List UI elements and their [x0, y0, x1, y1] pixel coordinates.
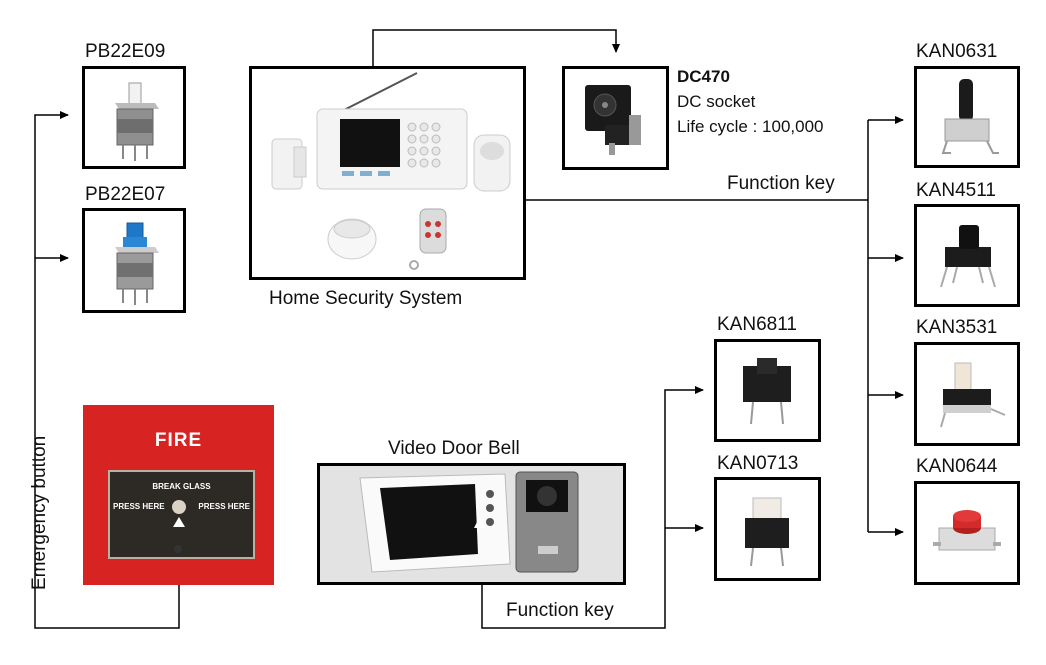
press-here-left: PRESS HERE — [113, 502, 165, 511]
label-pb22e09: PB22E09 — [85, 41, 166, 62]
part-dc470 — [562, 66, 669, 170]
part-kan0713 — [714, 477, 821, 581]
arrow-to-pb22e09 — [34, 111, 180, 629]
kan0644-switch-image — [933, 510, 1001, 551]
kan3531-switch-image — [940, 362, 1006, 428]
label-function-key-top: Function key — [727, 173, 835, 194]
label-kan0644: KAN0644 — [916, 456, 998, 477]
part-kan0644 — [914, 481, 1020, 585]
label-kan0631: KAN0631 — [916, 41, 998, 62]
part-pb22e09 — [82, 66, 186, 169]
part-kan3531 — [914, 342, 1020, 446]
label-home-security-system: Home Security System — [269, 288, 463, 309]
dc470-life-cycle: Life cycle : 100,000 — [677, 117, 824, 136]
label-kan4511: KAN4511 — [916, 180, 996, 201]
kan4511-switch-image — [940, 225, 996, 288]
video-door-bell-image — [317, 463, 626, 585]
part-kan0631 — [914, 66, 1020, 168]
kan0713-switch-image — [745, 497, 789, 567]
dc470-desc: DC socket — [677, 92, 756, 111]
fire-key-hole — [174, 545, 182, 553]
fire-alarm-image: FIRE BREAK GLASS PRESS HERE PRESS HERE — [83, 405, 274, 585]
break-glass-panel: BREAK GLASS PRESS HERE PRESS HERE — [108, 470, 255, 559]
press-here-right: PRESS HERE — [198, 502, 250, 511]
pb22e07-switch-image — [115, 222, 159, 305]
dc470-model: DC470 — [677, 67, 730, 86]
label-function-key-bottom: Function key — [506, 600, 614, 621]
glass-center-dot — [172, 500, 186, 514]
part-pb22e07 — [82, 208, 186, 313]
kan0631-switch-image — [941, 79, 999, 154]
label-pb22e07: PB22E07 — [85, 184, 166, 205]
arrow-to-kan6811 — [481, 386, 704, 629]
label-video-door-bell: Video Door Bell — [388, 438, 520, 459]
part-kan6811 — [714, 339, 821, 442]
fire-pointer-arrow — [173, 517, 185, 527]
pb22e09-switch-image — [115, 82, 159, 161]
label-kan0713: KAN0713 — [717, 453, 799, 474]
dc470-description: DC470 DC socket Life cycle : 100,000 — [677, 64, 823, 139]
fire-title: FIRE — [154, 430, 203, 451]
label-kan3531: KAN3531 — [916, 317, 998, 338]
part-kan4511 — [914, 204, 1020, 307]
label-emergency-button: Emergency button — [29, 435, 50, 590]
dc470-socket-image — [585, 85, 641, 155]
label-kan6811: KAN6811 — [717, 314, 797, 335]
kan6811-switch-image — [743, 358, 791, 425]
break-glass-label: BREAK GLASS — [152, 482, 211, 491]
home-security-system-image — [249, 66, 526, 280]
